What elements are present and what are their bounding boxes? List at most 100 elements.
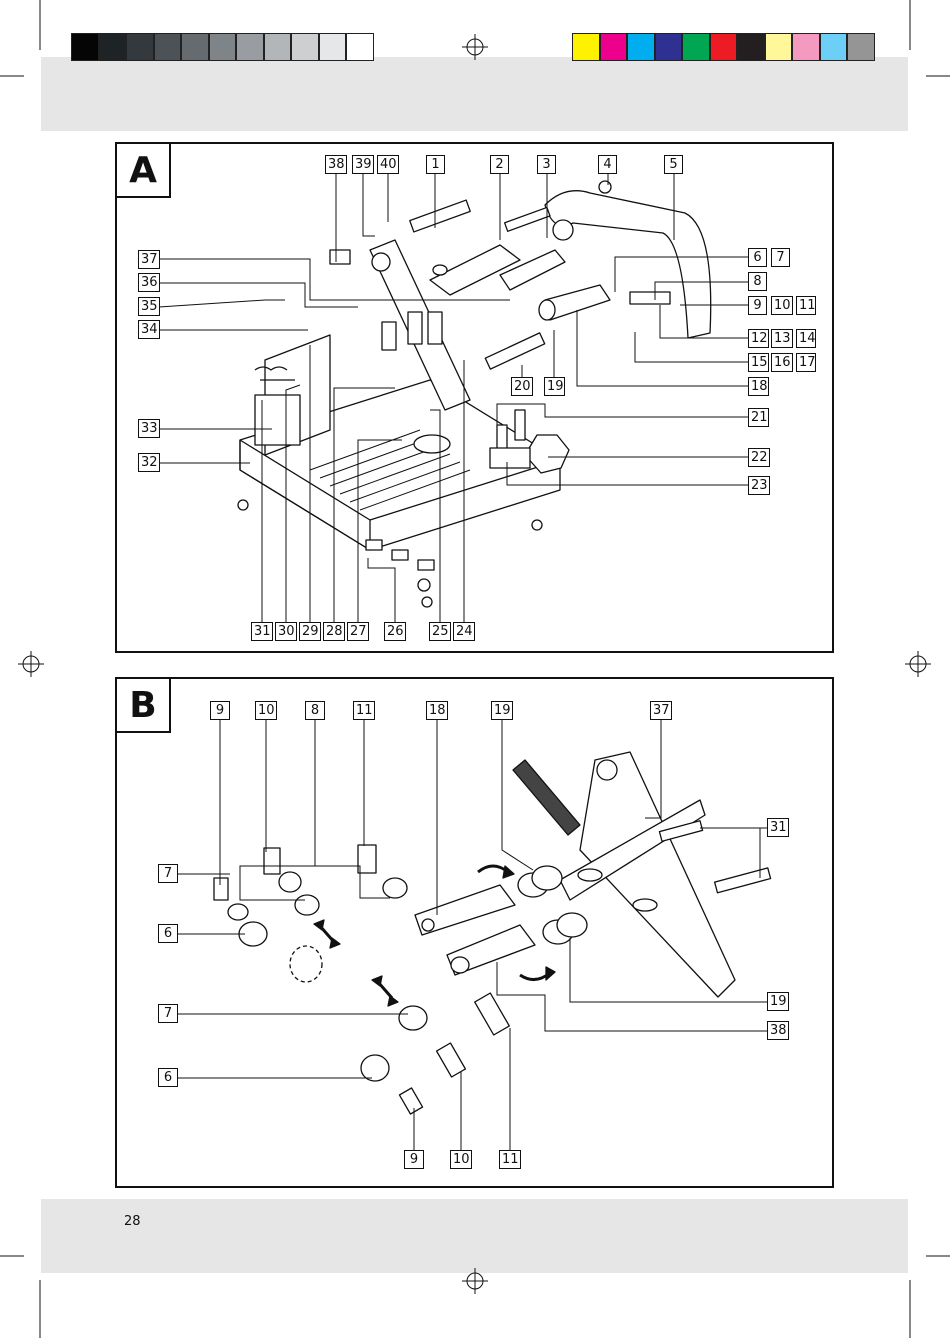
figure-b-label-37: 37: [650, 701, 672, 720]
figure-a-label-19: 19: [544, 377, 565, 396]
figure-b-label-7-bottom: 7: [158, 1004, 178, 1023]
figure-a-label-37: 37: [138, 250, 160, 269]
gray-swatch-5: [208, 33, 236, 61]
figure-b-label-9-bottom: 9: [404, 1150, 424, 1169]
figure-a-label-36: 36: [138, 273, 160, 292]
figure-b-label-11-top: 11: [353, 701, 375, 720]
figure-a-label-21: 21: [748, 408, 769, 427]
figure-b-label-8: 8: [305, 701, 325, 720]
gray-swatch-10: [346, 33, 374, 61]
figure-a-label-34: 34: [138, 320, 160, 339]
figure-a-panel: [115, 142, 834, 653]
color-swatch-3: [654, 33, 682, 61]
figure-a-label-4: 4: [598, 155, 617, 174]
figure-a-loose-parts: [237, 499, 543, 608]
figure-b-label-9-top: 9: [210, 701, 230, 720]
color-swatch-8: [792, 33, 820, 61]
figure-b-label-11-bottom: 11: [499, 1150, 521, 1169]
color-swatch-4: [682, 33, 710, 61]
figure-a-label-28: 28: [323, 622, 345, 641]
gray-swatch-3: [153, 33, 181, 61]
color-swatch-2: [627, 33, 655, 61]
figure-a-label-6: 6: [748, 248, 767, 267]
figure-a-label-33: 33: [138, 419, 160, 438]
figure-a-label-35: 35: [138, 297, 160, 316]
gray-swatch-9: [318, 33, 346, 61]
color-swatch-7: [764, 33, 792, 61]
figure-b-label-10-bottom: 10: [450, 1150, 472, 1169]
figure-a-label-9: 9: [748, 296, 767, 315]
figure-b-arrows: [313, 864, 556, 1007]
figure-b-frame: [512, 751, 736, 998]
top-gray-band: [41, 57, 908, 131]
gray-swatch-7: [263, 33, 291, 61]
figure-a-label-15: 15: [748, 353, 769, 372]
color-swatch-10: [847, 33, 875, 61]
figure-b-title: B: [115, 677, 171, 733]
figure-a-label-13: 13: [771, 329, 793, 348]
figure-a-label-29: 29: [299, 622, 321, 641]
figure-a-label-18: 18: [748, 377, 769, 396]
figure-a-label-1: 1: [426, 155, 445, 174]
figure-a-label-30: 30: [275, 622, 297, 641]
figure-a-label-7: 7: [771, 248, 790, 267]
figure-b-cone-handles: [414, 884, 536, 976]
figure-a-title: A: [115, 142, 171, 198]
bottom-gray-band: [41, 1199, 908, 1273]
figure-a-label-8: 8: [748, 272, 767, 291]
color-swatch-1: [599, 33, 627, 61]
figure-a-label-3: 3: [537, 155, 556, 174]
figure-a-label-17: 17: [796, 353, 816, 372]
figure-a-label-14: 14: [796, 329, 816, 348]
figure-a-cone-handle: [538, 284, 611, 321]
color-swatch-5: [709, 33, 737, 61]
figure-b-label-6-top: 6: [158, 924, 178, 943]
figure-a-label-31: 31: [251, 622, 273, 641]
figure-b-label-10-top: 10: [255, 701, 277, 720]
figure-b-label-19-top: 19: [491, 701, 513, 720]
color-swatch-6: [737, 33, 765, 61]
figure-a-label-11: 11: [796, 296, 816, 315]
figure-b-label-18: 18: [426, 701, 448, 720]
figure-b-label-19-right: 19: [767, 992, 789, 1011]
figure-b-label-31: 31: [767, 818, 789, 837]
page-number: 28: [124, 1214, 141, 1229]
gray-swatch-4: [181, 33, 209, 61]
figure-a-label-38: 38: [325, 155, 347, 174]
figure-b-small-parts: [213, 844, 510, 1115]
figure-b-label-6-bottom: 6: [158, 1068, 178, 1087]
figure-b-collets: [517, 865, 588, 945]
figure-a-screws: [329, 180, 671, 456]
figure-b-label-7-top: 7: [158, 864, 178, 883]
figure-b-panel: [115, 677, 834, 1188]
gray-swatch-8: [291, 33, 319, 61]
figure-a-label-10: 10: [771, 296, 793, 315]
figure-a-label-32: 32: [138, 453, 160, 472]
figure-a-label-12: 12: [748, 329, 769, 348]
registration-mark-top: [462, 34, 488, 60]
figure-a-label-40: 40: [377, 155, 399, 174]
figure-a-label-27: 27: [347, 622, 369, 641]
color-swatch-0: [572, 33, 600, 61]
gray-swatch-0: [71, 33, 99, 61]
figure-a-leader-lines: [158, 174, 748, 622]
gray-swatch-6: [236, 33, 264, 61]
figure-a-label-20: 20: [511, 377, 533, 396]
figure-b-leader-lines: [178, 720, 767, 1150]
figure-a-label-26: 26: [384, 622, 406, 641]
gray-swatch-1: [98, 33, 126, 61]
figure-a-label-2: 2: [490, 155, 509, 174]
figure-a-top-arm: [499, 190, 712, 339]
figure-a-label-23: 23: [748, 476, 770, 495]
figure-a-label-39: 39: [352, 155, 374, 174]
figure-a-label-25: 25: [429, 622, 451, 641]
figure-b-screws-31: [658, 820, 772, 894]
figure-a-label-22: 22: [748, 448, 770, 467]
color-swatch-9: [819, 33, 847, 61]
figure-a-label-24: 24: [453, 622, 475, 641]
figure-a-label-5: 5: [664, 155, 683, 174]
figure-a-knob: [489, 434, 570, 474]
figure-b-label-38: 38: [767, 1021, 789, 1040]
